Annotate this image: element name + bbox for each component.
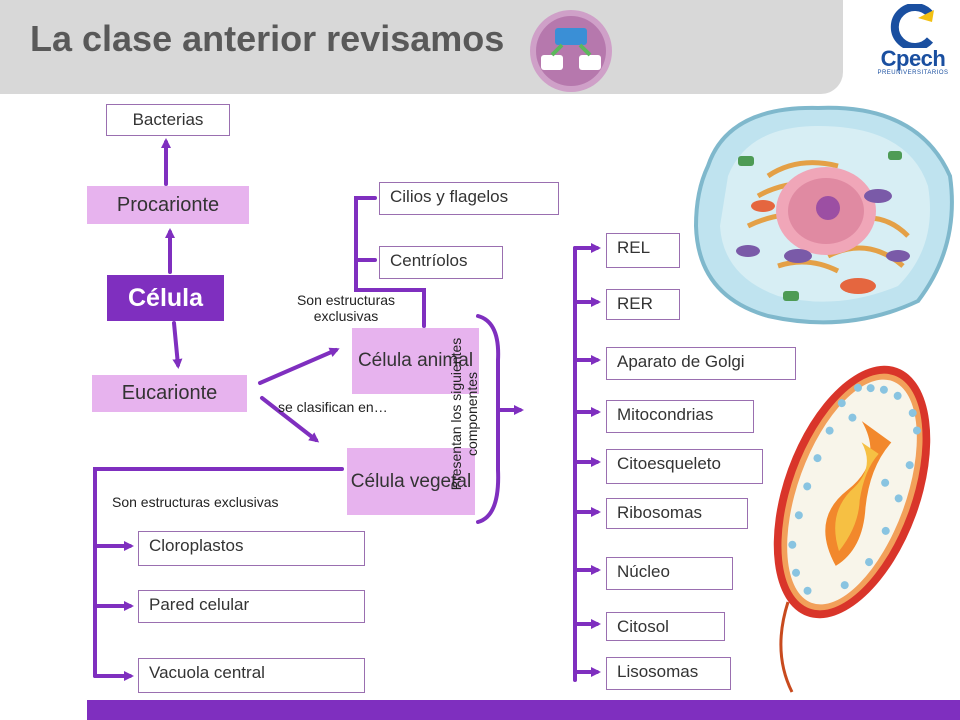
pared-celular-box: Pared celular (138, 590, 365, 623)
component-golgi: Aparato de Golgi (606, 347, 796, 380)
component-lisosomas: Lisosomas (606, 657, 731, 690)
component-mitocondrias: Mitocondrias (606, 400, 754, 433)
logo-text: Cpech (880, 46, 946, 71)
vacuola-box: Vacuola central (138, 658, 365, 693)
celula-vegetal-box: Célula vegetal (347, 448, 475, 515)
cpech-logo: Cpech PREUNIVERSITARIOS (872, 3, 954, 76)
bottom-bar (87, 700, 960, 720)
component-ribosomas: Ribosomas (606, 498, 748, 529)
diagram-icon (530, 10, 612, 92)
animal-cell-illustration (693, 105, 954, 325)
celula-animal-box: Célula animal (352, 328, 479, 394)
component-nucleo: Núcleo (606, 557, 733, 590)
celula-box: Célula (107, 275, 224, 321)
cloroplastos-box: Cloroplastos (138, 531, 365, 566)
component-rel: REL (606, 233, 680, 268)
bacterias-box: Bacterias (106, 104, 230, 136)
bacteria-illustration (773, 365, 931, 693)
cilios-box: Cilios y flagelos (379, 182, 559, 215)
component-citosol: Citosol (606, 612, 725, 641)
vegetal-exclusive-note: Son estructuras exclusivas (112, 494, 279, 510)
header-banner: La clase anterior revisamos (0, 0, 843, 94)
eucarionte-box: Eucarionte (92, 375, 247, 412)
page-title: La clase anterior revisamos (30, 18, 505, 59)
components-note: Presentan los siguientes componentes (448, 337, 480, 491)
animal-exclusive-note: Son estructuras exclusivas (296, 292, 396, 324)
procarionte-box: Procarionte (87, 186, 249, 224)
component-rer: RER (606, 289, 680, 320)
logo-subtext: PREUNIVERSITARIOS (877, 70, 949, 76)
cpech-mark-icon (890, 3, 934, 51)
classify-note: se clasifican en… (278, 399, 388, 415)
component-citoesqueleto: Citoesqueleto (606, 449, 763, 484)
centriolos-box: Centríolos (379, 246, 503, 279)
